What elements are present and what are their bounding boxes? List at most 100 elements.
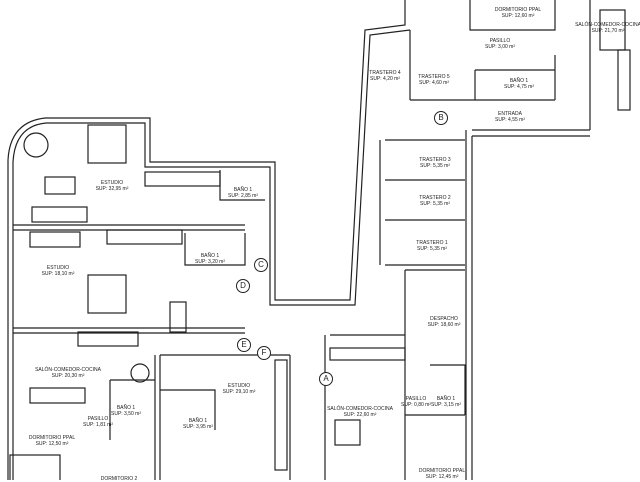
room-area: SUP: 4,60 m² bbox=[418, 80, 449, 86]
room-area: SUP: 4,20 m² bbox=[369, 76, 400, 82]
wall-right-rooms bbox=[324, 269, 466, 480]
room-name: DORMITORIO PPAL bbox=[28, 435, 76, 441]
room-name: SALÓN-COMEDOR-COCINA bbox=[35, 367, 101, 373]
room-name: BAÑO 1 bbox=[509, 78, 529, 84]
wall-top-unit bbox=[409, 0, 556, 101]
bed bbox=[87, 124, 127, 164]
room-area: SUP: 12,50 m² bbox=[35, 441, 69, 447]
room-name: ESTUDIO bbox=[100, 180, 124, 186]
room-name: PASILLO bbox=[489, 38, 511, 44]
wall-right-outer bbox=[465, 0, 591, 480]
room-area: SUP: 18,10 m² bbox=[41, 271, 75, 277]
entrance-marker-a: A bbox=[319, 372, 333, 386]
room-area: SUP: 12,45 m² bbox=[425, 474, 459, 480]
room-area: SUP: 3,20 m² bbox=[194, 259, 226, 265]
room-label-dormitorio-2: DORMITORIO 2 bbox=[101, 476, 138, 482]
room-area: SUP: 32,95 m² bbox=[95, 186, 129, 192]
kitchen-counter bbox=[329, 347, 406, 361]
room-name: BAÑO 1 bbox=[188, 418, 208, 424]
room-area: SUP: 29,10 m² bbox=[222, 389, 256, 395]
kitchen-counter bbox=[274, 359, 288, 471]
room-name: TRASTERO 1 bbox=[416, 240, 448, 246]
wall-left-outer-inner bbox=[12, 29, 411, 480]
room-area: SUP: 5,35 m² bbox=[419, 201, 450, 207]
room-name: DORMITORIO PPAL bbox=[494, 7, 542, 13]
room-name: ESTUDIO bbox=[46, 265, 70, 271]
round-table bbox=[130, 363, 150, 383]
room-area: SUP: 22,60 m² bbox=[343, 412, 377, 418]
entrance-marker-b: B bbox=[434, 111, 448, 125]
room-name: DORMITORIO PPAL bbox=[418, 468, 466, 474]
room-area: SUP: 4,55 m² bbox=[494, 117, 526, 123]
round-table bbox=[23, 132, 49, 158]
room-area: SUP: 0,80 m² bbox=[400, 402, 432, 408]
room-area: SUP: 21,70 m² bbox=[591, 28, 625, 34]
bathroom-walls bbox=[109, 170, 265, 440]
room-name: TRASTERO 4 bbox=[369, 70, 401, 76]
room-area: SUP: 2,85 m² bbox=[227, 193, 259, 199]
sofa bbox=[31, 206, 88, 223]
room-name: BAÑO 1 bbox=[233, 187, 253, 193]
entrance-marker-d: D bbox=[236, 279, 250, 293]
table bbox=[44, 176, 76, 195]
room-area: SUP: 5,35 m² bbox=[416, 246, 447, 252]
wall-left-outer bbox=[7, 0, 406, 480]
room-name: SALÓN-COMEDOR-COCINA bbox=[327, 406, 393, 412]
room-area: SUP: 12,60 m² bbox=[501, 13, 535, 19]
room-name: TRASTERO 2 bbox=[419, 195, 451, 201]
room-name: PASILLO bbox=[87, 416, 109, 422]
room-name: PASILLO bbox=[405, 396, 427, 402]
kitchen-counter bbox=[617, 49, 631, 111]
entrance-marker-f: F bbox=[257, 346, 271, 360]
room-name: ENTRADA bbox=[498, 111, 522, 117]
kitchen-counter bbox=[77, 331, 139, 347]
room-name: SALÓN-COMEDOR-COCINA bbox=[575, 22, 640, 28]
room-area: SUP: 18,60 m² bbox=[427, 322, 461, 328]
room-area: SUP: 3,00 m² bbox=[484, 44, 516, 50]
entrance-marker-c: C bbox=[254, 258, 268, 272]
kitchen-counter bbox=[144, 171, 221, 187]
dining-table bbox=[599, 9, 626, 51]
room-area: SUP: 3,95 m² bbox=[182, 424, 214, 430]
bed bbox=[87, 274, 127, 314]
entrance-marker-e: E bbox=[237, 338, 251, 352]
sofa bbox=[29, 231, 81, 248]
table bbox=[169, 301, 187, 333]
room-name: TRASTERO 5 bbox=[418, 74, 450, 80]
wall-storage bbox=[379, 139, 465, 266]
room-area: SUP: 20,30 m² bbox=[51, 373, 85, 379]
room-area: SUP: 3,50 m² bbox=[110, 411, 142, 417]
room-name: BAÑO 1 bbox=[116, 405, 136, 411]
room-area: SUP: 1,81 m² bbox=[82, 422, 114, 428]
room-area: SUP: 4,75 m² bbox=[503, 84, 535, 90]
room-name: BAÑO 1 bbox=[200, 253, 220, 259]
room-name: BAÑO 1 bbox=[436, 396, 456, 402]
room-area: SUP: 5,35 m² bbox=[419, 163, 450, 169]
room-name: DESPACHO bbox=[430, 316, 458, 322]
